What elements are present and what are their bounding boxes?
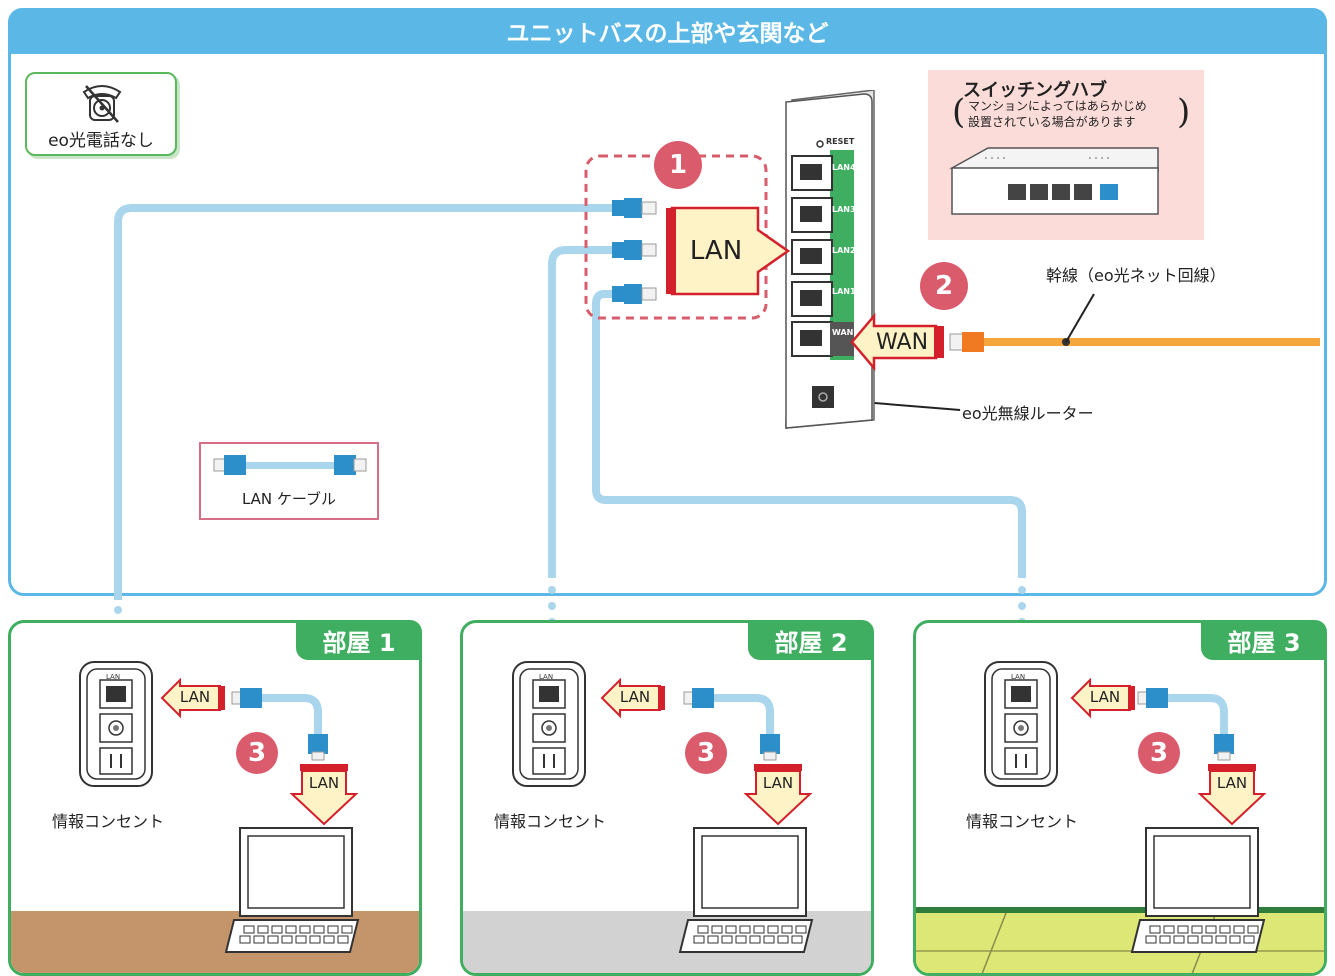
room-2-step-badge-3: 3 [685,732,727,774]
switching-hub-note-line1: マンションによってはあらかじめ [968,99,1147,113]
wan-arrow [850,312,944,372]
room-1-tag: 部屋 1 [296,620,422,660]
room-1-down-arrow-label: LAN [308,774,340,792]
room-3-outlet-jack-label: LAN [1011,673,1026,681]
lan-cable-icon [213,455,367,475]
phone-label: eo光電話なし [48,131,154,151]
cable-to-room2 [548,246,612,578]
room-3-step-badge-3: 3 [1138,732,1180,774]
lan-cable-legend-label: LAN ケーブル [241,490,337,508]
wan-arrow-label: WAN [875,330,929,355]
step-badge-1: 1 [654,141,702,189]
router-port-lan4: LAN4 [832,163,856,172]
room-3-down-arrow-label: LAN [1216,774,1248,792]
room-1-lan-arrow-label: LAN [179,688,211,706]
top-area-title: ユニットバスの上部や玄関など [506,21,829,47]
room-2-outlet-jack-label: LAN [539,673,554,681]
lan-connectors [612,198,657,304]
top-area-header: ユニットバスの上部や玄関など [8,8,1327,54]
switching-hub-note: マンションによってはあらかじめ 設置されている場合があります [968,98,1147,130]
lan-arrow-big-label: LAN [689,236,743,266]
paren-left: ( [952,92,966,132]
room-2-tag: 部屋 2 [748,620,874,660]
router-port-lan1: LAN1 [832,287,856,296]
room-1-step-badge-3: 3 [236,732,278,774]
cable-to-room1 [114,204,612,600]
cable-to-room3 [592,290,1026,578]
room-3-lan-arrow-label: LAN [1089,688,1121,706]
room-2-lan-arrow-label: LAN [619,688,651,706]
router-port-lan3: LAN3 [832,205,856,214]
router-callout: eo光無線ルーター [962,404,1094,423]
lan-arrow-big [666,206,791,296]
room-2-outlet-label: 情報コンセント [494,812,607,831]
step-badge-2: 2 [920,262,968,310]
router-port-lan2: LAN2 [832,246,856,255]
room-1-outlet-jack-label: LAN [106,673,121,681]
switching-hub-note-line2: 設置されている場合があります [968,115,1136,129]
room-3-tag: 部屋 3 [1201,620,1327,660]
router-port-wan: WAN [832,328,854,337]
room-1-outlet-label: 情報コンセント [52,812,165,831]
switching-hub-icon [949,147,1159,215]
telephone-icon [82,85,122,123]
switching-hub-title: スイッチングハブ [963,80,1107,101]
room-3-outlet-label: 情報コンセント [966,812,1079,831]
room-2-down-arrow-label: LAN [762,774,794,792]
paren-right: ) [1177,92,1191,132]
trunk-callout: 幹線（eo光ネット回線） [1046,266,1226,285]
router-reset-label: RESET [826,137,855,146]
router-icon [785,90,875,429]
